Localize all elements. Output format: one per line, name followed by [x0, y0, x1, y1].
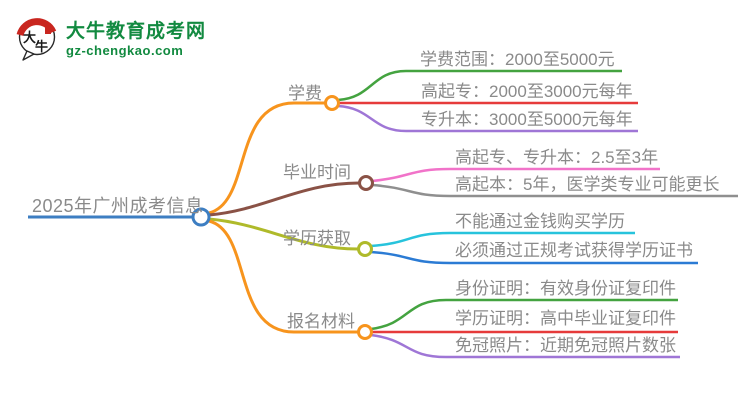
branch-label-xuefei[interactable]: 学费 — [288, 84, 322, 103]
site-logo[interactable]: 大 牛 大牛教育成考网 gz-chengkao.com — [14, 12, 206, 62]
daniu-logo-icon: 大 牛 — [16, 18, 57, 61]
branch-label-biye[interactable]: 毕业时间 — [283, 163, 351, 182]
node-circle-xuefei[interactable] — [324, 95, 340, 111]
branch-line-xueli — [208, 217, 359, 251]
root-node-label[interactable]: 2025年广州成考信息 — [32, 196, 204, 216]
leaf-label-xuefei-2[interactable]: 高起专：2000至3000元每年 — [421, 82, 633, 101]
site-name[interactable]: 大牛教育成考网 — [66, 21, 207, 42]
leaf-line-biye-1 — [371, 167, 660, 183]
leaf-line-baoming-3 — [370, 333, 680, 359]
node-circle-xueli[interactable] — [357, 241, 373, 257]
node-circle-baoming[interactable] — [357, 324, 373, 340]
leaf-line-biye-2 — [371, 183, 738, 198]
site-url[interactable]: gz-chengkao.com — [66, 43, 184, 58]
leaf-line-xuefei-3 — [337, 104, 638, 133]
leaf-label-xuefei-3[interactable]: 专升本：3000至5000元每年 — [421, 110, 633, 129]
leaf-label-baoming-2[interactable]: 学历证明：高中毕业证复印件 — [455, 309, 676, 328]
leaf-label-xueli-2[interactable]: 必须通过正规考试获得学历证书 — [455, 241, 693, 260]
leaf-label-xuefei-1[interactable]: 学费范围：2000至5000元 — [420, 50, 615, 69]
svg-text:大: 大 — [23, 30, 36, 45]
leaf-label-xueli-1[interactable]: 不能通过金钱购买学历 — [455, 212, 625, 231]
leaf-line-baoming-1 — [370, 298, 678, 331]
root-node-circle[interactable] — [191, 207, 211, 227]
branch-line-baoming — [208, 219, 358, 334]
leaf-label-baoming-1[interactable]: 身份证明：有效身份证复印件 — [455, 279, 676, 298]
leaf-line-xueli-2 — [370, 250, 698, 265]
branch-line-xuefei — [208, 101, 326, 215]
branch-line-biye — [208, 181, 360, 217]
leaf-label-biye-2[interactable]: 高起本：5年，医学类专业可能更长 — [455, 175, 720, 194]
leaf-label-baoming-3[interactable]: 免冠照片：近期免冠照片数张 — [455, 336, 676, 355]
leaf-line-xueli-1 — [370, 231, 635, 248]
leaf-line-xuefei-1 — [337, 69, 622, 102]
svg-text:牛: 牛 — [35, 39, 48, 54]
node-circle-biye[interactable] — [358, 175, 374, 191]
branch-label-xueli[interactable]: 学历获取 — [283, 229, 351, 248]
branch-label-baoming[interactable]: 报名材料 — [287, 312, 355, 331]
leaf-label-biye-1[interactable]: 高起专、专升本：2.5至3年 — [455, 148, 659, 167]
